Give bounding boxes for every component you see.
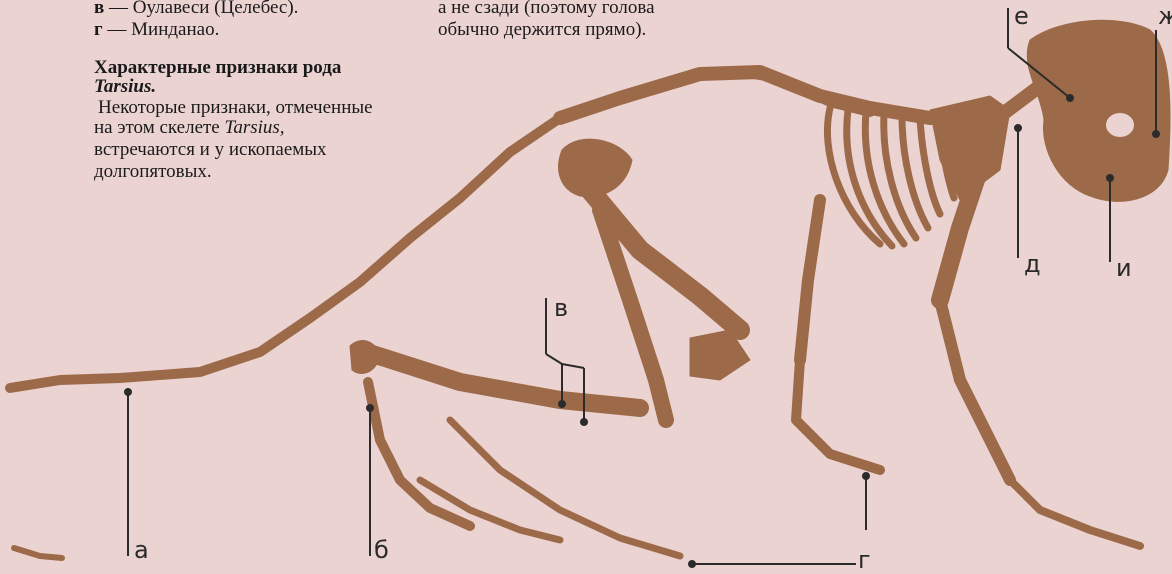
eye-orbit bbox=[1106, 113, 1134, 137]
callout-label-e: е bbox=[1014, 4, 1029, 28]
callout-label-d: д bbox=[1024, 252, 1041, 276]
callout-label-g: г bbox=[858, 548, 871, 572]
tail-tip bbox=[14, 548, 62, 558]
tarsus bbox=[360, 350, 640, 408]
callout-label-i: и bbox=[1116, 256, 1132, 280]
callout-label-a: а bbox=[134, 538, 149, 562]
callout-label-zh: ж bbox=[1158, 4, 1172, 28]
hind-foot-3 bbox=[450, 420, 680, 556]
skull bbox=[1027, 20, 1170, 201]
tail bbox=[10, 72, 870, 388]
callout-label-b: б bbox=[374, 538, 389, 562]
skeleton-bones bbox=[10, 20, 1170, 558]
forearm bbox=[940, 300, 1010, 480]
second-limb-lower bbox=[796, 360, 880, 470]
callout-label-v: в bbox=[554, 296, 568, 320]
second-limb-upper bbox=[800, 200, 820, 360]
heel bbox=[350, 341, 380, 374]
front-foot bbox=[1010, 480, 1140, 546]
